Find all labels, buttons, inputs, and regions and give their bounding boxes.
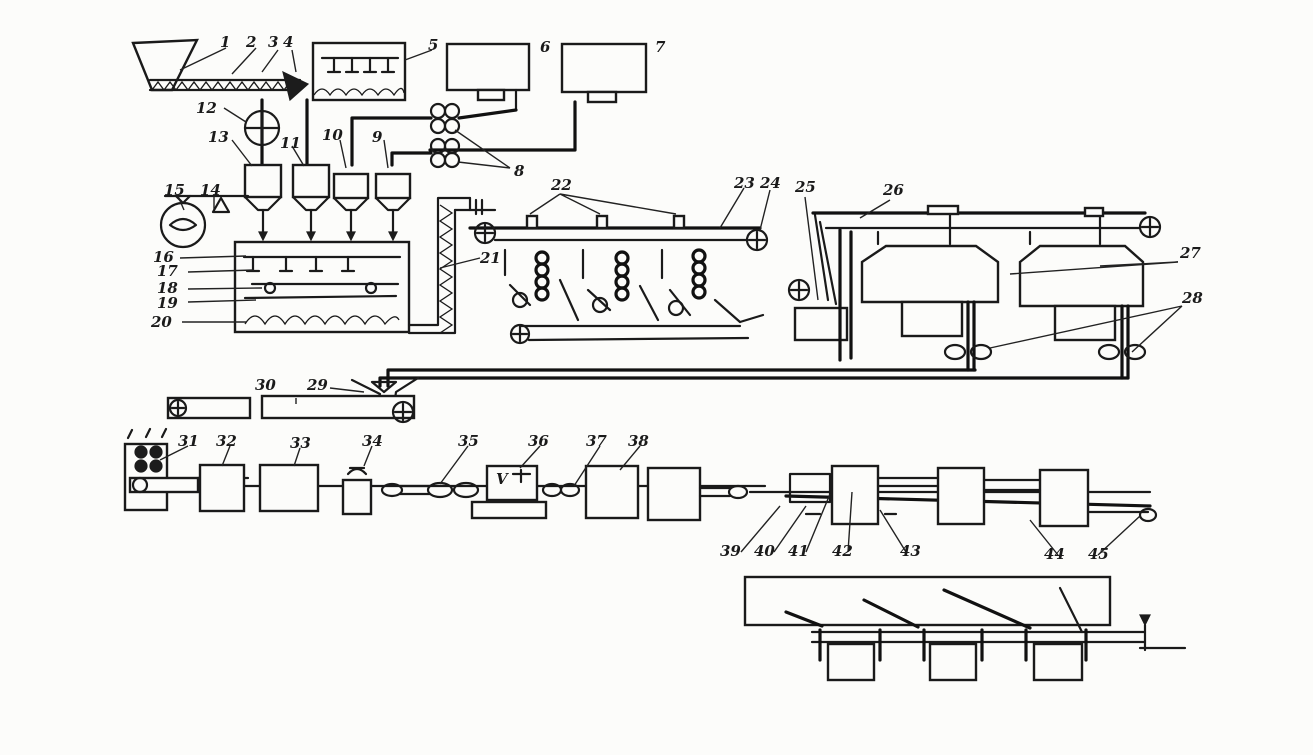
label-25: 25 <box>794 178 816 196</box>
pumps-8 <box>350 102 518 169</box>
elevator-21 <box>407 196 497 335</box>
scale-14-15 <box>159 194 250 249</box>
packaging-lower <box>743 575 1187 682</box>
label-10: 10 <box>322 126 343 144</box>
label-43: 43 <box>900 542 921 560</box>
label-35: 35 <box>458 432 479 450</box>
label-4: 4 <box>283 33 293 51</box>
item-labels: 1 2 3 4 5 6 7 8 9 10 11 12 13 14 15 16 1… <box>150 33 1203 563</box>
dosing-bins <box>243 98 412 242</box>
return-line <box>350 368 1130 408</box>
label-34: 34 <box>362 432 383 450</box>
label-3: 3 <box>268 33 278 51</box>
label-12: 12 <box>196 99 217 117</box>
label-27: 27 <box>1179 244 1201 262</box>
conveyor-30 <box>166 394 416 424</box>
label-15: 15 <box>164 181 185 199</box>
label-23: 23 <box>733 174 755 192</box>
label-5: 5 <box>428 36 438 54</box>
unit-25 <box>787 213 849 342</box>
svg-text:V: V <box>496 470 509 488</box>
label-39: 39 <box>720 542 741 560</box>
tank-6 <box>445 42 531 112</box>
label-21: 21 <box>479 249 501 267</box>
label-6: 6 <box>540 38 551 56</box>
label-19: 19 <box>157 294 178 312</box>
label-22: 22 <box>550 176 572 194</box>
leader-lines <box>159 47 1183 556</box>
label-2: 2 <box>245 33 256 51</box>
label-24: 24 <box>759 174 781 192</box>
label-30: 30 <box>255 376 276 394</box>
label-9: 9 <box>372 128 383 146</box>
label-26: 26 <box>882 181 904 199</box>
tank-7 <box>428 42 648 152</box>
label-18: 18 <box>157 279 178 297</box>
packaging-line <box>748 464 1158 528</box>
label-38: 38 <box>628 432 649 450</box>
label-13: 13 <box>208 128 229 146</box>
label-1: 1 <box>220 33 230 51</box>
label-41: 41 <box>788 542 809 560</box>
label-20: 20 <box>150 313 172 331</box>
label-31: 31 <box>178 432 199 450</box>
label-33: 33 <box>290 434 311 452</box>
label-37: 37 <box>586 432 607 450</box>
line-row-2: V <box>196 463 767 522</box>
label-14: 14 <box>200 181 221 199</box>
feed-hopper <box>131 38 302 92</box>
label-11: 11 <box>280 134 301 152</box>
label-42: 42 <box>832 542 853 560</box>
label-16: 16 <box>153 248 174 266</box>
main-mixer <box>233 240 411 334</box>
label-29: 29 <box>306 376 328 394</box>
screw-mixer <box>282 41 407 102</box>
label-36: 36 <box>528 432 549 450</box>
roller-unit-31 <box>123 427 200 512</box>
label-32: 32 <box>216 432 237 450</box>
proofer-22-24 <box>468 214 769 345</box>
label-28: 28 <box>1181 289 1203 307</box>
label-45: 45 <box>1088 545 1109 563</box>
oven-26-27 <box>811 204 1162 380</box>
label-8: 8 <box>514 162 525 180</box>
label-40: 40 <box>754 542 775 560</box>
label-44: 44 <box>1044 545 1065 563</box>
label-17: 17 <box>157 262 178 280</box>
label-7: 7 <box>655 38 666 56</box>
